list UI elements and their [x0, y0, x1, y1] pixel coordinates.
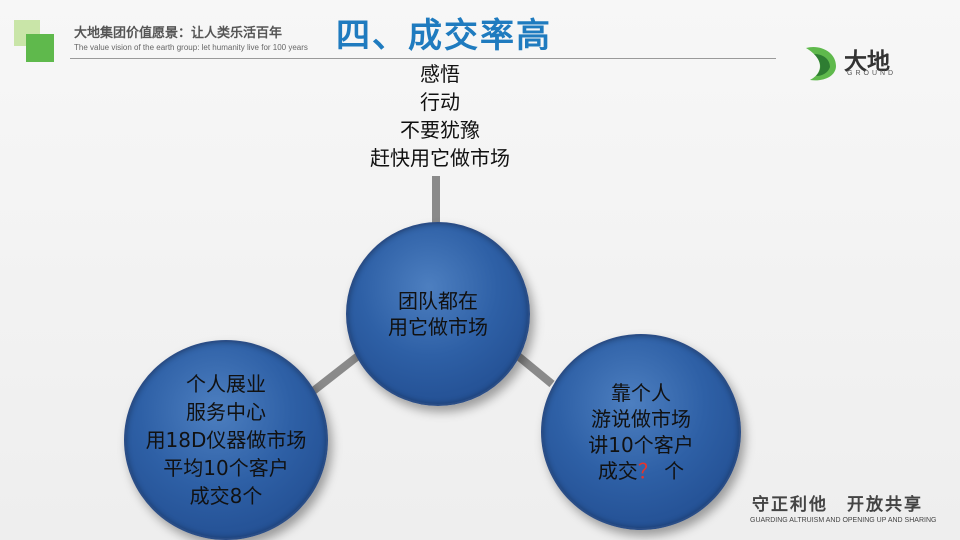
footer-slogan: 守正利他 开放共享: [752, 495, 923, 515]
circle-line: 成交8个: [189, 484, 263, 508]
circle-line: 靠个人: [611, 381, 671, 405]
circle-line: 讲10个客户: [588, 433, 694, 457]
logo-subtext: GROUND: [847, 70, 897, 77]
logo-text: 大地: [844, 49, 890, 75]
top-line: 行动: [420, 90, 460, 114]
footer-slogan-en: GUARDING ALTRUISM AND OPENING UP AND SHA…: [750, 517, 937, 524]
center-circle: 团队都在 用它做市场: [346, 222, 530, 406]
circle-line: 用18D仪器做市场: [145, 428, 307, 452]
circle-line: 游说做市场: [591, 407, 691, 431]
top-line: 感悟: [420, 62, 460, 86]
right-circle: 靠个人 游说做市场 讲10个客户 成交？ 个: [541, 334, 741, 530]
top-line: 不要犹豫: [400, 118, 480, 142]
deal-text: 成交: [597, 459, 638, 483]
connector-right: [515, 352, 555, 388]
slide-title: 四、成交率高: [336, 16, 552, 56]
circle-line: 平均10个客户: [163, 456, 289, 480]
top-line: 赶快用它做市场: [370, 146, 510, 170]
circle-line: 团队都在: [398, 289, 478, 313]
left-circle: 个人展业 服务中心 用18D仪器做市场 平均10个客户 成交8个: [124, 340, 328, 540]
top-text-block: 感悟 行动 不要犹豫 赶快用它做市场: [300, 60, 580, 172]
connector-left: [309, 352, 361, 396]
circle-line-last: 成交？ 个: [598, 458, 684, 484]
deal-unit: 个: [657, 459, 685, 483]
question-mark: ？: [637, 459, 658, 483]
company-vision: 大地集团价值愿景：让人类乐活百年: [74, 26, 283, 41]
circle-line: 用它做市场: [388, 315, 488, 339]
header-divider: [70, 58, 776, 59]
decor-square-dark: [26, 34, 54, 62]
circle-line: 个人展业: [186, 372, 266, 396]
circle-line: 服务中心: [186, 400, 266, 424]
ground-logo-icon: [806, 46, 836, 81]
company-vision-en: The value vision of the earth group: let…: [74, 43, 308, 52]
